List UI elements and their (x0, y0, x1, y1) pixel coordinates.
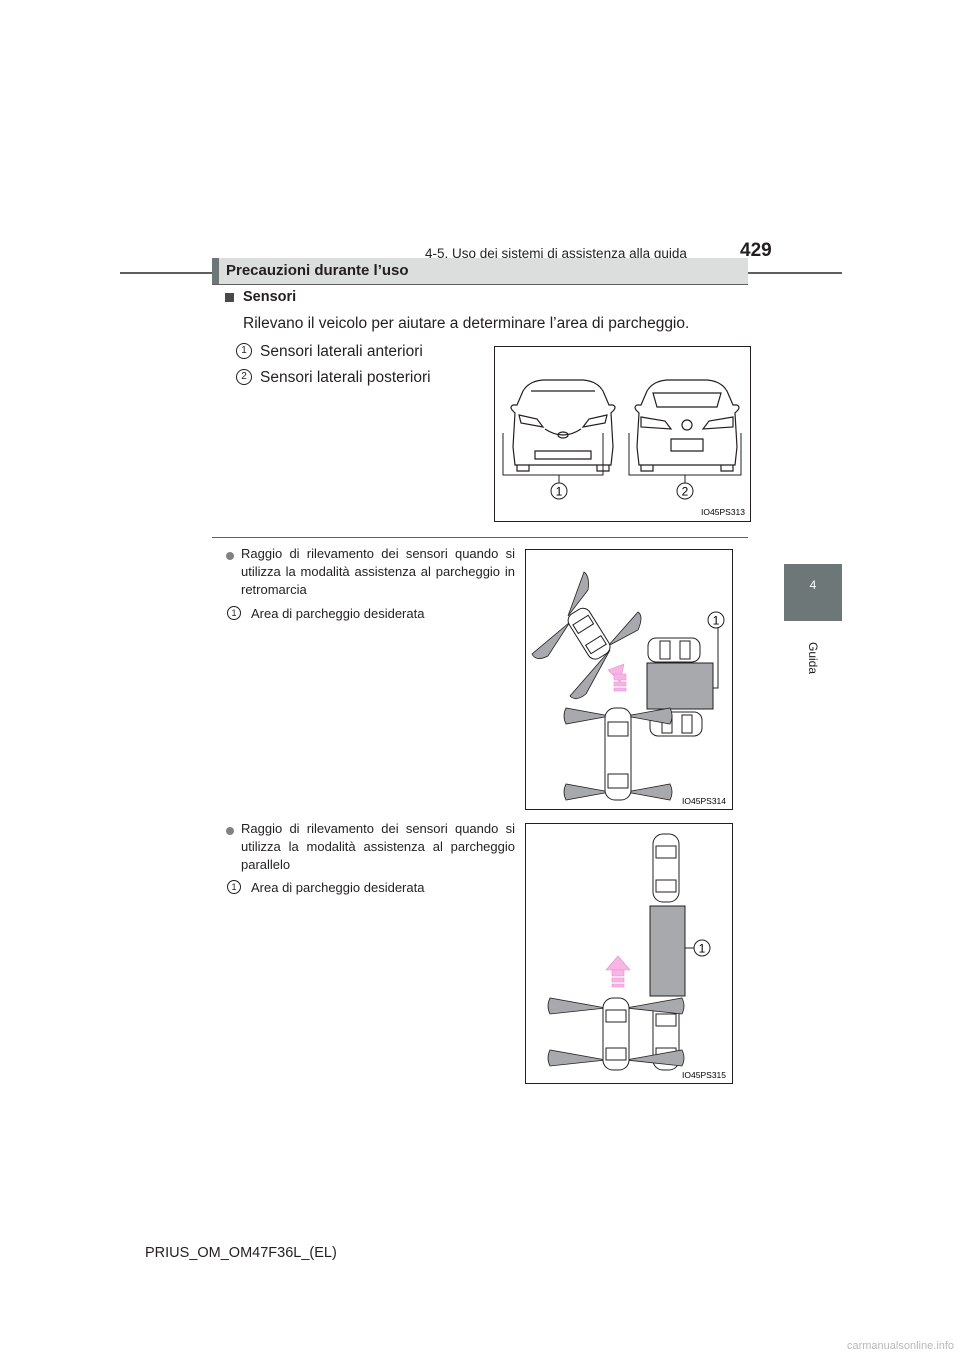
car-rear-view (634, 379, 740, 472)
section-separator (212, 537, 748, 538)
car-front-rear-illustration: 1 2 IO45PS313 (502, 379, 745, 517)
figure-code: IO45PS315 (682, 1070, 726, 1080)
parking-area (649, 905, 686, 997)
sensors-heading: Sensori (243, 289, 297, 305)
document-code: PRIUS_OM_OM47F36L_(EL) (145, 1245, 337, 1261)
item-label-front-sensors: Sensori laterali anteriori (260, 343, 423, 360)
callout-2: 2 (676, 482, 694, 500)
callout-desc-parking-area: Area di parcheggio desiderata (251, 880, 425, 895)
direction-arrow-icon (607, 663, 627, 692)
figure-code: IO45PS313 (701, 507, 745, 517)
bullet-text-parallel: Raggio di rilevamento dei sensori quando… (241, 821, 515, 872)
car-front-view (510, 379, 616, 472)
chapter-tab-label: Guida (806, 641, 820, 675)
callout-1: 1 (693, 939, 711, 957)
heading-square-icon (225, 293, 234, 302)
parked-car-top (647, 637, 701, 663)
item-number-1: 1 (236, 343, 252, 359)
callout-1: 1 (707, 611, 725, 629)
page-number: 429 (740, 240, 772, 261)
car-reversing (604, 707, 632, 801)
section-title: Precauzioni durante l’uso (226, 262, 409, 279)
header-section-title: 4-5. Uso dei sistemi di assistenza alla … (425, 246, 687, 261)
callout-desc-parking-area: Area di parcheggio desiderata (251, 606, 425, 621)
svg-text:2: 2 (682, 485, 689, 499)
sensor-beams (547, 997, 685, 1067)
section-title-box (212, 258, 748, 285)
callout-number-1: 1 (227, 606, 241, 620)
section-title-bar (212, 258, 219, 284)
watermark: carmanualsonline.info (846, 1340, 954, 1352)
callout-1: 1 (550, 482, 568, 500)
car-parking (602, 997, 630, 1071)
bullet-text-reverse: Raggio di rilevamento dei sensori quando… (241, 546, 515, 597)
parked-car-front (652, 833, 680, 903)
svg-text:1: 1 (699, 942, 706, 956)
figure-reverse-parking: 1 IO45PS314 (525, 549, 733, 810)
callout-leader (713, 626, 719, 689)
sensor-beams-vertical (563, 707, 673, 801)
figure-parallel-parking: 1 IO45PS315 (525, 823, 733, 1084)
item-label-rear-sensors: Sensori laterali posteriori (260, 369, 431, 386)
car-angled (567, 607, 611, 660)
svg-text:1: 1 (556, 485, 563, 499)
sensor-beams-angled (531, 571, 642, 699)
figure-sensor-positions: 1 2 IO45PS313 (494, 346, 751, 522)
direction-arrow-icon (605, 955, 631, 988)
chapter-tab-number: 4 (809, 578, 817, 592)
svg-text:1: 1 (713, 614, 720, 628)
figure-code: IO45PS314 (682, 796, 726, 806)
bullet-icon (226, 552, 234, 560)
bullet-icon (226, 827, 234, 835)
item-number-2: 2 (236, 369, 252, 385)
parking-area (646, 662, 714, 710)
sensors-description: Rilevano il veicolo per aiutare a determ… (243, 315, 690, 332)
callout-number-1: 1 (227, 880, 241, 894)
chapter-tab (784, 564, 842, 621)
